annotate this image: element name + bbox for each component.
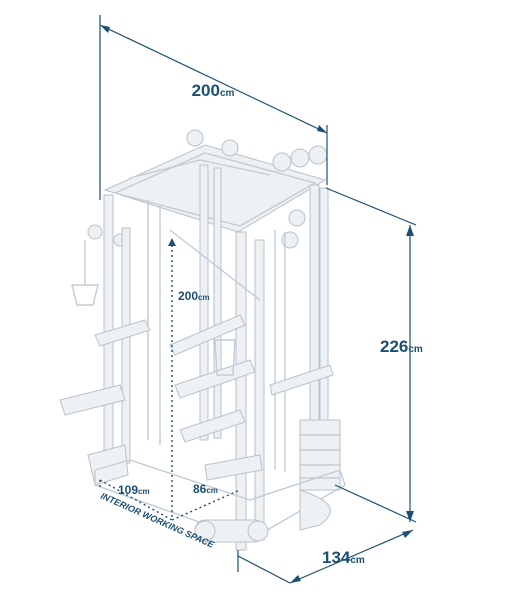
width-dimension: 200cm xyxy=(99,15,328,200)
svg-text:226cm: 226cm xyxy=(380,337,423,356)
pulley-icon xyxy=(221,139,239,157)
depth-unit: cm xyxy=(350,555,365,566)
interior-working-space-caption: INTERIOR WORKING SPACE xyxy=(99,491,216,551)
pulley-icon xyxy=(281,231,299,249)
width-value: 200 xyxy=(192,81,220,100)
interior-depth-unit: cm xyxy=(206,486,218,495)
interior-width-value: 109 xyxy=(118,483,138,497)
upright-front-left xyxy=(103,194,114,461)
pulley-icon xyxy=(290,148,310,168)
interior-height-value: 200 xyxy=(178,289,198,303)
svg-text:109cm: 109cm xyxy=(118,483,150,497)
handle-icon xyxy=(214,339,236,376)
depth-dimension: 134cm xyxy=(237,529,414,584)
interior-height-dimension: 200cm xyxy=(168,238,210,520)
pulley-icon xyxy=(288,209,306,227)
pulley-icon xyxy=(308,145,328,165)
pulley-icon xyxy=(186,129,204,147)
depth-value: 134 xyxy=(322,548,351,567)
svg-text:86cm: 86cm xyxy=(193,482,218,496)
height-dimension: 226cm xyxy=(325,187,423,523)
interior-height-unit: cm xyxy=(198,293,210,302)
pulley-icon xyxy=(87,224,103,240)
power-rack-illustration xyxy=(59,129,346,551)
interior-depth-value: 86 xyxy=(193,482,207,496)
width-unit: cm xyxy=(220,88,235,99)
upright-front-right xyxy=(235,231,247,551)
handle-icon xyxy=(71,284,99,306)
svg-text:200cm: 200cm xyxy=(178,289,210,303)
pulley-icon xyxy=(272,152,292,172)
height-value: 226 xyxy=(380,337,408,356)
svg-text:134cm: 134cm xyxy=(322,548,365,567)
svg-text:200cm: 200cm xyxy=(192,81,235,100)
interior-width-unit: cm xyxy=(138,487,150,496)
height-unit: cm xyxy=(408,344,423,355)
